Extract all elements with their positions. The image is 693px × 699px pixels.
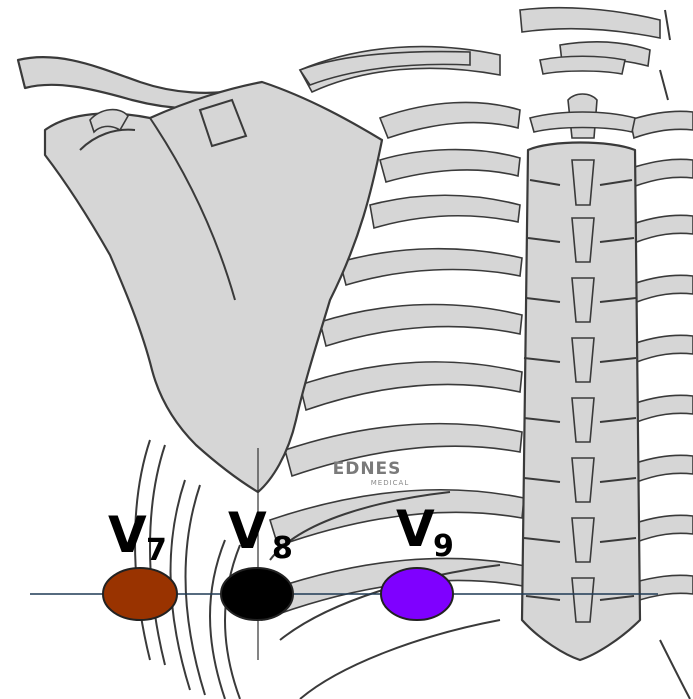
electrode-v7: V 7 bbox=[103, 506, 177, 620]
watermark-text: EDNES bbox=[333, 459, 402, 479]
label-v7-subscript: 7 bbox=[146, 533, 167, 568]
watermark: EDNES MEDICAL bbox=[333, 459, 410, 487]
label-v7-letter: V bbox=[108, 506, 147, 564]
electrode-v8-marker bbox=[221, 568, 293, 620]
electrode-v7-marker bbox=[103, 568, 177, 620]
label-v8-subscript: 8 bbox=[272, 531, 293, 566]
spine bbox=[522, 10, 670, 660]
label-v9-letter: V bbox=[396, 500, 435, 558]
watermark-subtext: MEDICAL bbox=[371, 479, 410, 487]
label-v8-letter: V bbox=[228, 502, 267, 560]
label-v9-subscript: 9 bbox=[433, 529, 454, 564]
scapula bbox=[45, 82, 382, 492]
electrode-v9-marker bbox=[381, 568, 453, 620]
